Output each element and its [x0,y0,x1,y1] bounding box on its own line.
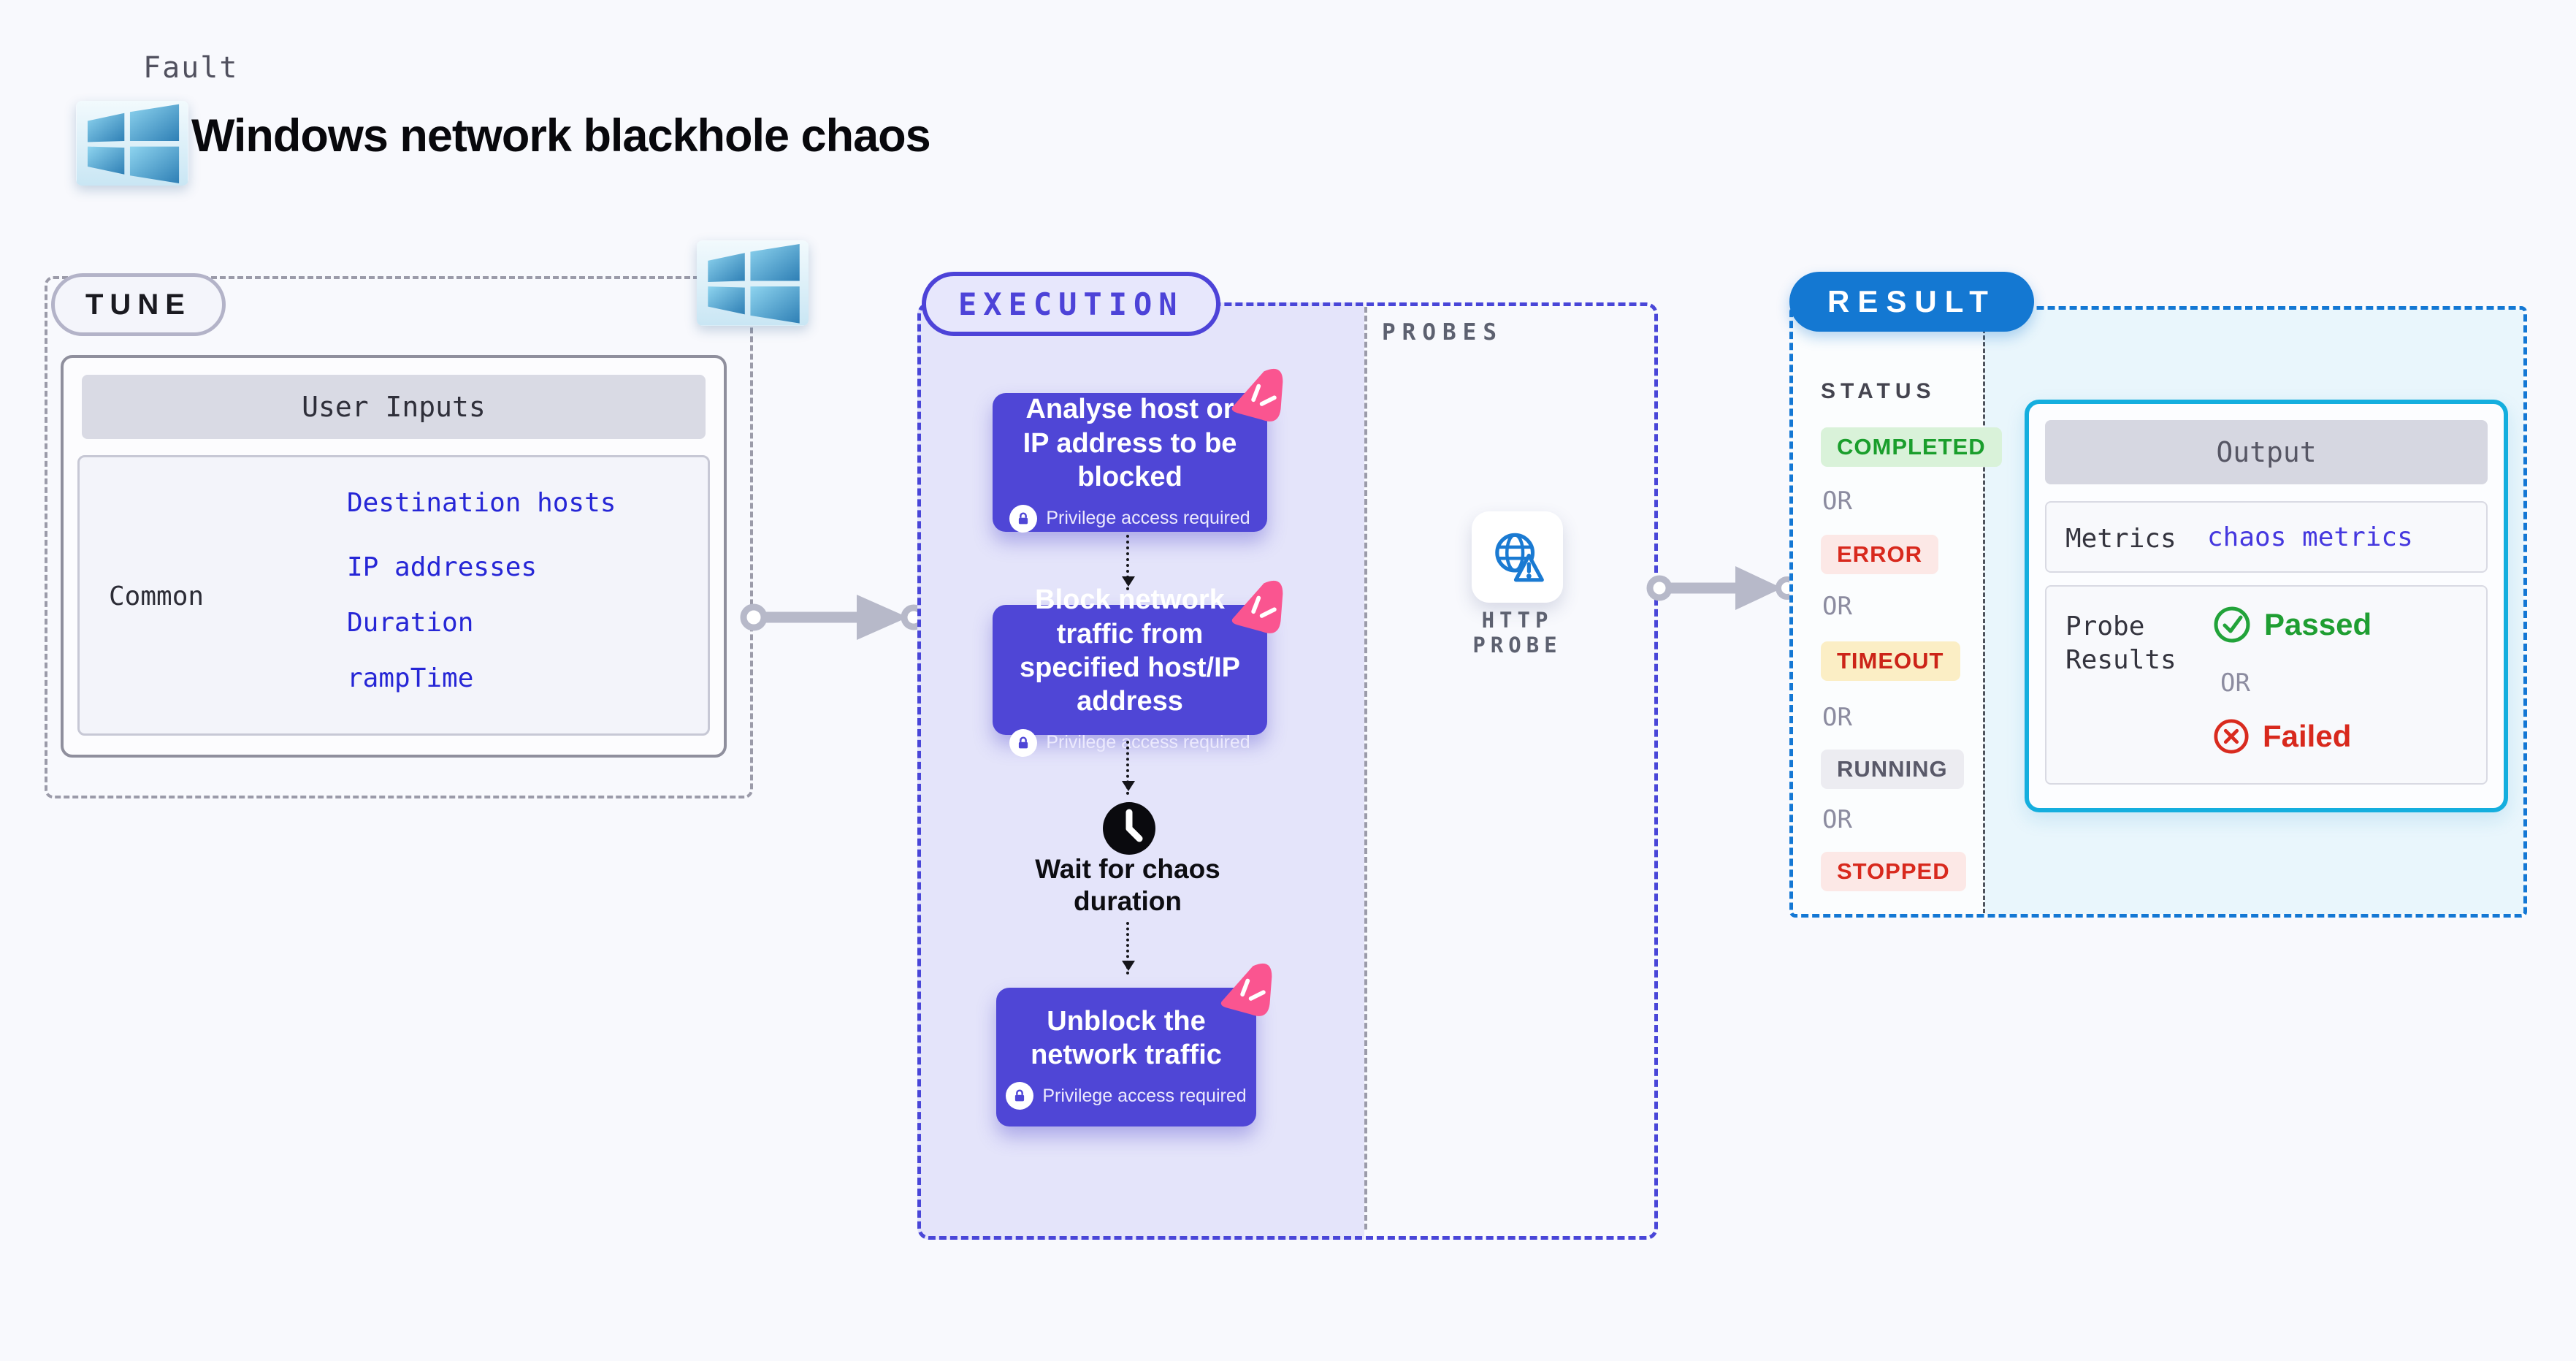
privilege-row: Privilege access required [1006,1082,1247,1110]
lock-icon [1009,504,1038,533]
failed-verdict: Failed [2213,718,2351,755]
probe-results-row: Probe Results Passed OR Failed [2045,585,2488,785]
chaos-scenario-icon [1231,580,1283,633]
metrics-label: Metrics [2065,524,2176,554]
result-section: RESULT STATUS COMPLETED OR ERROR OR TIME… [1789,272,2531,922]
result-pill: RESULT [1789,272,2034,332]
wait-step-label: Wait for chaos duration [1035,854,1220,916]
chaos-metrics-link[interactable]: chaos metrics [2207,522,2413,552]
tune-to-execution-arrow [740,595,924,640]
clock-icon [1103,802,1155,855]
probes-separator [1364,307,1367,1230]
output-title: Output [2216,436,2317,468]
status-title: STATUS [1821,379,1936,403]
result-label: RESULT [1827,284,1996,319]
status-badge-error: ERROR [1821,535,1938,574]
status-badge-timeout: TIMEOUT [1821,641,1960,681]
lock-icon [1009,728,1038,757]
privilege-row: Privilege access required [1009,728,1250,757]
user-inputs-header: User Inputs [82,375,706,439]
or-label: OR [1822,487,1852,516]
or-label: OR [1822,805,1852,834]
passed-label: Passed [2264,607,2372,641]
input-link-destination-hosts[interactable]: Destination hosts [347,488,616,518]
step-title: Block network traffic from specified hos… [1020,584,1240,717]
step-node-unblock: Unblock the network traffic Privilege ac… [996,963,1272,1126]
execution-boundary [917,302,1658,1240]
x-circle-icon [2214,719,2249,754]
lock-icon [1006,1082,1034,1110]
tune-section: TUNE User Inputs Common Destination host… [45,240,819,803]
step-node-analyse: Analyse host or IP address to be blocked… [993,368,1283,533]
fault-kicker: Fault [143,51,239,85]
step-title: Unblock the network traffic [1031,1005,1222,1070]
input-link-duration[interactable]: Duration [347,608,474,638]
or-label: OR [1822,592,1852,621]
page-title: Windows network blackhole chaos [191,110,931,161]
status-output-separator [1983,309,1985,913]
output-header: Output [2045,420,2488,484]
step-node-block: Block network traffic from specified hos… [993,580,1283,757]
http-probe-card [1472,511,1563,603]
execution-pill: EXECUTION [922,272,1220,336]
probe-results-label: Probe Results [2065,611,2176,676]
http-probe-label: HTTP PROBE [1472,608,1562,657]
windows-logo-small-icon [697,240,809,326]
execution-section: EXECUTION Analyse host or IP address to … [917,272,1658,1243]
privilege-row: Privilege access required [1009,504,1250,533]
metrics-row: Metrics chaos metrics [2045,501,2488,573]
privilege-label: Privilege access required [1046,508,1250,529]
privilege-label: Privilege access required [1042,1085,1247,1106]
failed-label: Failed [2263,719,2352,753]
flow-arrow-3 [1122,922,1135,975]
input-row-label: Common [109,582,205,611]
tune-label: TUNE [85,288,191,321]
flow-arrow-1 [1122,535,1135,590]
step-title: Analyse host or IP address to be blocked [1023,394,1237,493]
http-probe-icon [1494,533,1544,582]
or-label: OR [1822,703,1852,732]
tune-boundary [45,276,753,798]
windows-logo-icon [76,101,188,186]
input-link-ip-addresses[interactable]: IP addresses [347,552,538,582]
chaos-scenario-icon [1220,963,1272,1016]
user-inputs-body: Common Destination hosts IP addresses Du… [77,455,710,736]
output-card: Output Metrics chaos metrics Probe Resul… [2025,400,2508,812]
tune-pill: TUNE [51,273,226,336]
execution-label: EXECUTION [958,286,1184,322]
user-inputs-title: User Inputs [302,391,486,423]
flow-arrow-2 [1122,741,1135,795]
chaos-scenario-icon [1231,368,1283,422]
input-link-ramptime[interactable]: rampTime [347,663,474,693]
status-badge-completed: COMPLETED [1821,427,2002,467]
probes-label: PROBES [1382,319,1503,346]
passed-verdict: Passed [2213,606,2371,644]
check-circle-icon [2214,606,2250,643]
user-inputs-card: User Inputs Common Destination hosts IP … [61,355,727,758]
probes-to-result-arrow [1646,566,1797,610]
or-label: OR [2220,668,2250,698]
status-badge-running: RUNNING [1821,750,1964,789]
privilege-label: Privilege access required [1046,732,1250,753]
status-badge-stopped: STOPPED [1821,852,1966,891]
